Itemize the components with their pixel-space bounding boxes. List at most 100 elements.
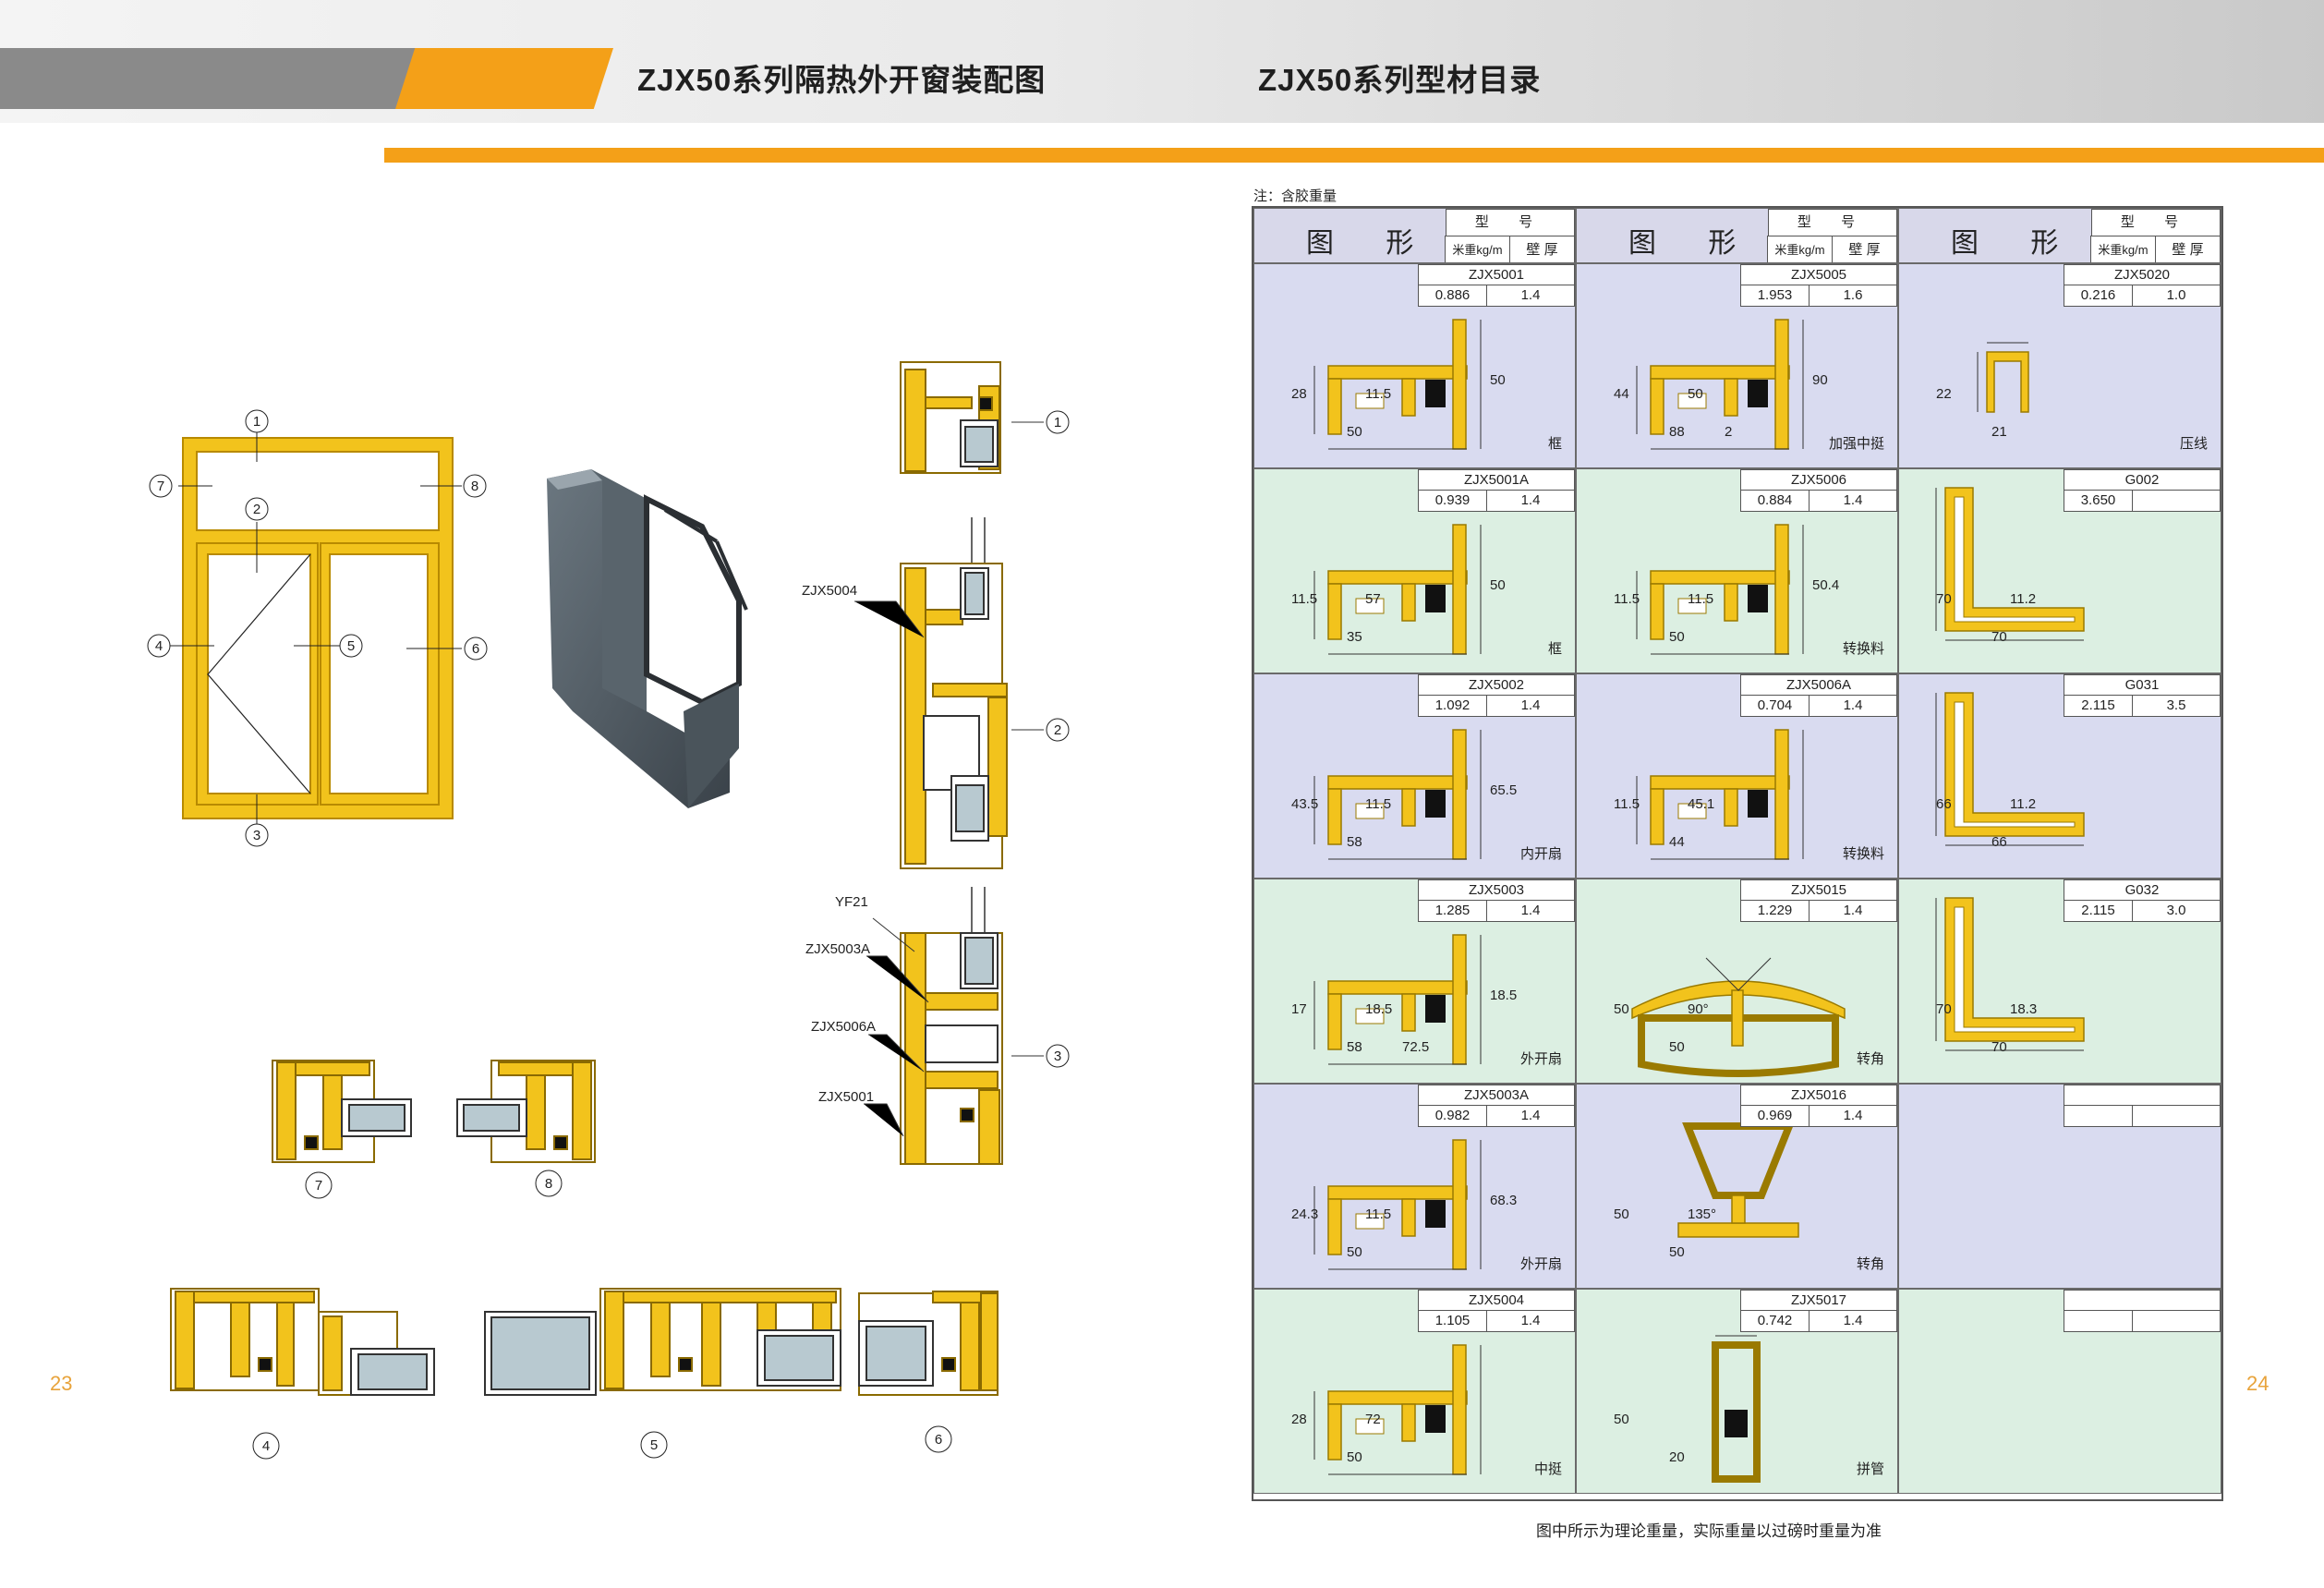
profile-name: 中挺 — [1533, 1461, 1562, 1477]
profile-name: 转角 — [1856, 1051, 1884, 1067]
dimension-label: 11.2 — [2010, 796, 2036, 812]
header-cell-2: 图 形 型 号 米重kg/m 壁 厚 — [1576, 208, 1898, 263]
meter-weight: 0.216 — [2064, 285, 2133, 307]
header-wall-label-2: 壁 厚 — [1832, 236, 1897, 262]
meter-weight: 1.285 — [1418, 900, 1487, 922]
dimension-label: 72 — [1365, 1412, 1381, 1427]
header-wall-label-1: 壁 厚 — [1509, 236, 1575, 262]
detail-section-7 — [272, 1060, 412, 1163]
callout-1-label: 1 — [253, 414, 260, 430]
meter-weight: 0.704 — [1740, 695, 1810, 717]
model-code: ZJX5005 — [1740, 264, 1897, 285]
model-code — [2064, 1290, 2221, 1311]
dimension-label: 72.5 — [1402, 1039, 1429, 1055]
meter-weight: 1.953 — [1740, 285, 1810, 307]
dimension-label: 57 — [1365, 591, 1381, 607]
model-code: G031 — [2064, 674, 2221, 696]
dimension-label: 2 — [1725, 424, 1732, 440]
wall-thickness: 1.4 — [1486, 1310, 1575, 1332]
detail-callout-4-label: 4 — [262, 1438, 270, 1454]
model-code: ZJX5003 — [1418, 879, 1575, 901]
dimension-label: 11.5 — [1365, 1206, 1391, 1222]
dimension-label: 35 — [1347, 629, 1362, 645]
header-model-label-3: 型 号 — [2091, 209, 2221, 236]
dimension-label: 50 — [1669, 629, 1685, 645]
detail-callout-8-label: 8 — [545, 1176, 552, 1192]
wall-thickness: 1.4 — [1486, 490, 1575, 512]
model-code-box — [2064, 1290, 2221, 1332]
dimension-label: 18.5 — [1365, 1001, 1392, 1017]
section-callout-1 — [1046, 410, 1070, 434]
detail-callout-5-label: 5 — [650, 1437, 658, 1453]
profile-name: 框 — [1547, 436, 1562, 452]
wall-thickness: 1.4 — [1809, 695, 1897, 717]
wall-thickness — [2132, 1105, 2221, 1127]
dimension-label: 45.1 — [1688, 796, 1714, 812]
dimension-label: 50 — [1614, 1412, 1629, 1427]
dimension-label: 90 — [1812, 372, 1828, 388]
detail-callout-7 — [305, 1171, 333, 1199]
header-cell-1: 图 形 型 号 米重kg/m 壁 厚 — [1253, 208, 1576, 263]
dimension-label: 65.5 — [1490, 782, 1517, 798]
wall-thickness — [2132, 490, 2221, 512]
dimension-label: 135° — [1688, 1206, 1716, 1222]
profile-name: 外开扇 — [1519, 1256, 1562, 1272]
section-label-zjx5006a: ZJX5006A — [811, 1019, 876, 1035]
model-code: ZJX5016 — [1740, 1085, 1897, 1106]
section-callout-2-label: 2 — [1054, 722, 1061, 738]
dimension-label: 66 — [1936, 796, 1952, 812]
dimension-label: 70 — [1991, 1039, 2007, 1055]
meter-weight: 0.884 — [1740, 490, 1810, 512]
vertical-section — [900, 361, 1008, 1165]
left-page-number: 23 — [50, 1372, 73, 1395]
callout-8 — [463, 474, 487, 498]
meter-weight: 1.105 — [1418, 1310, 1487, 1332]
header-orange-stripe — [395, 48, 613, 109]
callout-3 — [245, 823, 269, 847]
meter-weight: 0.886 — [1418, 285, 1487, 307]
header-gray-stripe — [0, 48, 418, 109]
meter-weight: 2.115 — [2064, 900, 2133, 922]
catalog-cell — [1898, 1289, 2221, 1494]
model-code: ZJX5017 — [1740, 1290, 1897, 1311]
profile-name: 加强中挺 — [1828, 436, 1884, 452]
callout-6 — [464, 636, 488, 661]
dimension-label: 70 — [1936, 1001, 1952, 1017]
section-label-zjx5004: ZJX5004 — [802, 583, 857, 599]
dimension-label: 44 — [1669, 834, 1685, 850]
header-weight-label-2: 米重kg/m — [1767, 236, 1833, 262]
header-figure-label-1: 图 形 — [1306, 228, 1436, 259]
wall-thickness: 1.4 — [1486, 1105, 1575, 1127]
dimension-label: 50 — [1688, 386, 1703, 402]
dimension-label: 88 — [1669, 424, 1685, 440]
profile-catalog-table: 图 形 型 号 米重kg/m 壁 厚 图 形 型 号 米重kg/m 壁 厚 图 … — [1252, 206, 2223, 1501]
dimension-label: 11.5 — [1365, 796, 1391, 812]
section-label-zjx5003a: ZJX5003A — [805, 941, 870, 957]
dimension-label: 58 — [1347, 834, 1362, 850]
catalog-page-title: ZJX50系列型材目录 — [1258, 63, 1542, 97]
dimension-label: 24.3 — [1291, 1206, 1318, 1222]
weight-note: 注：含胶重量 — [1253, 188, 1338, 204]
detail-section-5 — [484, 1288, 841, 1396]
section-callout-2 — [1046, 718, 1070, 742]
model-code-box — [2064, 1085, 2221, 1127]
detail-callout-5 — [640, 1431, 668, 1459]
model-code: ZJX5015 — [1740, 879, 1897, 901]
